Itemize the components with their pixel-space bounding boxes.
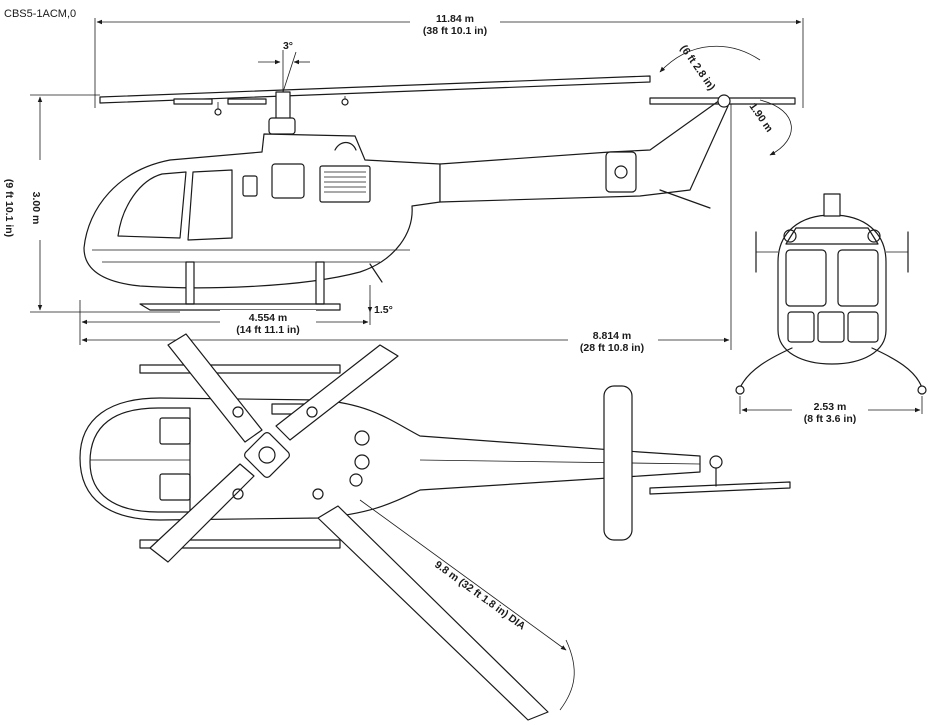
blade-segment — [173, 98, 213, 105]
skid-width-imperial: (8 ft 3.6 in) — [804, 413, 857, 425]
fuselage-length-metric: 8.814 m — [593, 330, 632, 342]
fuselage-side — [83, 133, 441, 289]
fuselage-front — [777, 214, 887, 365]
overall-length-metric: 11.84 m — [436, 13, 474, 25]
tail-rotor-imperial: (6 ft 2.8 in) — [678, 43, 718, 93]
rotor-tilt-angle: 3° — [283, 40, 293, 52]
main-rotor-diameter-dimension: 9.8 m (32 ft 1.8 in) DIA — [359, 499, 575, 711]
fuselage-length-imperial: (28 ft 10.8 in) — [580, 342, 644, 354]
rotor-head-housing — [268, 117, 296, 135]
height-metric: 3.00 m — [30, 192, 42, 225]
overall-length-dimension: 11.84 m (38 ft 10.1 in) — [94, 8, 804, 108]
skid-top-right — [139, 539, 341, 549]
skid-length-metric: 4.554 m — [249, 312, 288, 324]
main-rotor-blade-4 — [317, 505, 549, 721]
tail-rotor-hub-top — [709, 455, 723, 469]
skid-length-imperial: (14 ft 11.1 in) — [236, 324, 300, 336]
skid-width-metric: 2.53 m — [814, 401, 847, 413]
side-view — [83, 75, 796, 311]
tail-rotor-blade — [649, 97, 796, 105]
skid-strut-front — [185, 261, 195, 305]
tail-boom-side — [439, 99, 729, 203]
drawing-code: CBS5-1ACM,0 — [4, 8, 76, 20]
horizontal-stabilizer-endplate — [605, 151, 637, 193]
rotor-tilt-dimension: 3° — [258, 40, 310, 93]
cockpit-window — [117, 171, 187, 239]
skid-width-dimension: 2.53 m (8 ft 3.6 in) — [739, 396, 923, 426]
tail-skid — [659, 189, 711, 209]
height-imperial: (9 ft 10.1 in) — [3, 179, 15, 237]
fuselage-length-dimension: 8.814 m (28 ft 10.8 in) — [81, 104, 732, 355]
air-intake — [334, 141, 357, 151]
skid-strut-rear — [315, 261, 325, 305]
windscreen-right — [837, 249, 879, 307]
skid-length-dimension: 4.554 m (14 ft 11.1 in) 1.5° — [79, 285, 393, 345]
antenna — [369, 263, 383, 283]
engine-grille — [319, 165, 371, 203]
rotor-head-front — [823, 193, 841, 217]
front-view — [735, 193, 927, 395]
cabin-door-window — [187, 169, 233, 241]
height-dimension: 3.00 m (9 ft 10.1 in) — [3, 94, 180, 313]
horizontal-stabilizer-top — [603, 385, 633, 541]
main-rotor-blade-1 — [167, 333, 263, 443]
blade-segment — [227, 98, 267, 105]
tail-rotor-top — [649, 481, 791, 495]
main-rotor-blade-2 — [275, 344, 399, 441]
landing-skid-side — [139, 303, 341, 311]
tail-rotor-metric: 1.90 m — [747, 101, 776, 135]
main-rotor-blade-3 — [149, 463, 255, 563]
overall-length-imperial: (38 ft 10.1 in) — [423, 25, 487, 37]
windscreen-left — [785, 249, 827, 307]
skid-cross-tube-left — [739, 347, 793, 389]
top-view — [79, 333, 791, 721]
skid-cross-tube-right — [871, 347, 923, 389]
skid-angle: 1.5° — [374, 304, 393, 316]
main-rotor-blade-side — [99, 75, 651, 104]
tail-rotor-hub — [717, 94, 731, 108]
cabin-window — [271, 163, 305, 199]
skid-top-left — [139, 364, 341, 374]
